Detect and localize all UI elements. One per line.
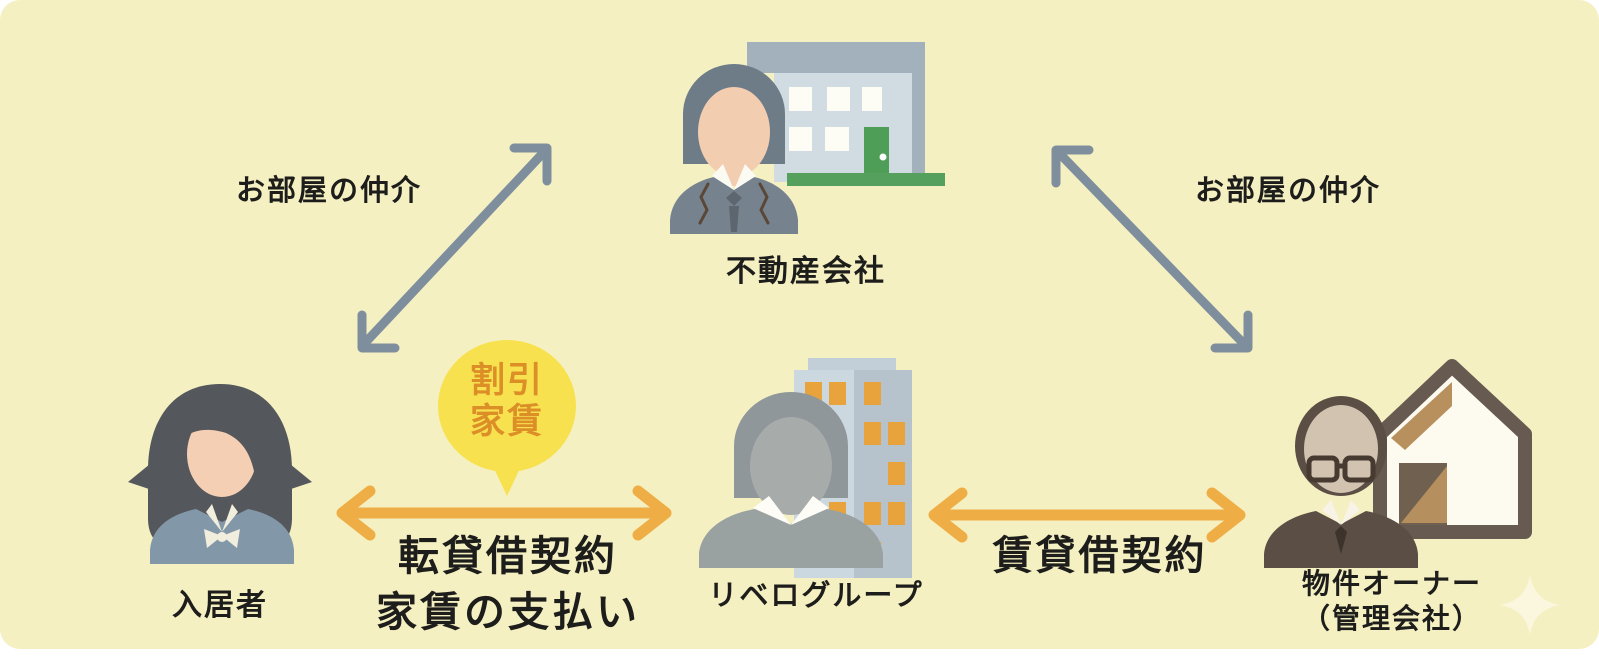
- owner-label: 物件オーナー （管理会社）: [1302, 566, 1482, 636]
- broker-arrow-left: [357, 143, 552, 353]
- libero-person-icon: [699, 392, 883, 568]
- broker-left-label: お部屋の仲介: [235, 175, 423, 207]
- broker-right-label: お部屋の仲介: [1194, 175, 1382, 207]
- discount-bubble-line2: 家賃: [469, 402, 544, 441]
- office-building-icon: [747, 42, 945, 186]
- discount-bubble-text: 割引 家賃: [437, 360, 577, 442]
- owner-man-icon: [1264, 396, 1418, 568]
- sublease-label: 転貸借契約 家賃の支払い: [376, 528, 640, 640]
- house-icon: [1373, 359, 1532, 539]
- sublease-arrow: [336, 485, 672, 541]
- tenant-woman-icon: [128, 384, 312, 564]
- owner-label-line2: （管理会社）: [1301, 603, 1483, 634]
- broker-arrow-right: [1051, 145, 1253, 353]
- sparkle-icon: [1500, 575, 1560, 635]
- sublease-label-line1: 転貸借契約: [398, 533, 618, 579]
- sublease-label-line2: 家賃の支払い: [376, 589, 640, 635]
- lease-arrow: [928, 487, 1246, 543]
- libero-label: リベログループ: [708, 580, 924, 612]
- tenant-label: 入居者: [172, 589, 268, 622]
- discount-bubble-line1: 割引: [469, 361, 544, 400]
- lease-label: 賃貸借契約: [992, 534, 1208, 578]
- discount-bubble-icon: [438, 340, 576, 496]
- businessman-icon: [670, 64, 798, 234]
- owner-label-line1: 物件オーナー: [1301, 568, 1483, 599]
- real-estate-label: 不動産会社: [726, 255, 886, 288]
